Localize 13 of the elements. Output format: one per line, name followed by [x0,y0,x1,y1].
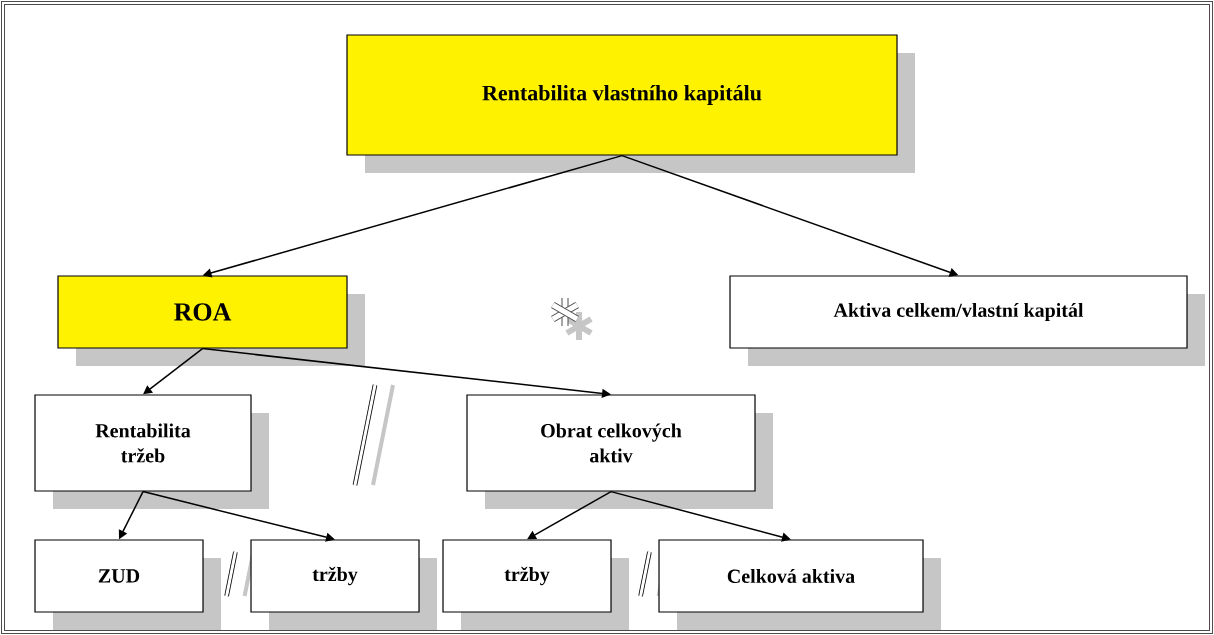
ratio-box: Aktiva celkem/vlastní kapitál [729,275,1205,366]
arrow [142,490,335,542]
top-box: Rentabilita vlastního kapitálu [346,34,915,173]
formula-box: Obrat celkových aktiv [466,394,773,509]
arrow [527,490,612,540]
formula-box: Rentabilita tržeb [34,394,269,509]
formula-box: ZUD [34,539,221,630]
formula-box: tržby [442,539,629,630]
ratio-box: ROA [57,275,365,366]
formula-box: tržby [250,539,437,630]
arrow [143,347,204,395]
arrow [610,490,791,542]
formula-box: Celková aktiva [658,539,941,630]
